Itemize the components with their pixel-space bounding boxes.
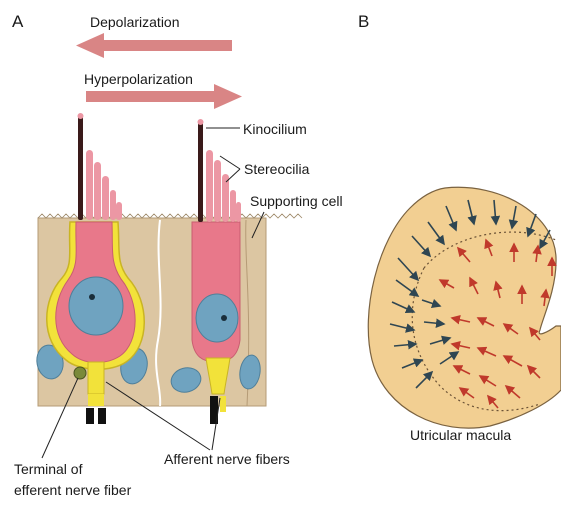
efferent-terminal-label-line2: efferent nerve fiber (14, 482, 132, 498)
stereocilia-bundle-right (198, 119, 242, 222)
utricular-macula-label: Utricular macula (410, 427, 511, 443)
depolarization-arrow (76, 33, 232, 58)
afferent-fibers-label: Afferent nerve fibers (164, 451, 290, 467)
panel-label-b: B (358, 12, 369, 31)
stereocilia-bundle-left (78, 113, 123, 220)
stereocilia-label: Stereocilia (244, 161, 310, 177)
hyperpolarization-label: Hyperpolarization (84, 71, 193, 87)
supporting-cell-label: Supporting cell (250, 193, 343, 209)
panel-label-a: A (12, 12, 24, 31)
kinocilium-label: Kinocilium (243, 121, 307, 137)
hyperpolarization-arrow (86, 84, 242, 109)
depolarization-label: Depolarization (90, 14, 180, 30)
stereocilia-leader-1 (220, 156, 240, 169)
efferent-terminal-label-line1: Terminal of (14, 461, 83, 477)
